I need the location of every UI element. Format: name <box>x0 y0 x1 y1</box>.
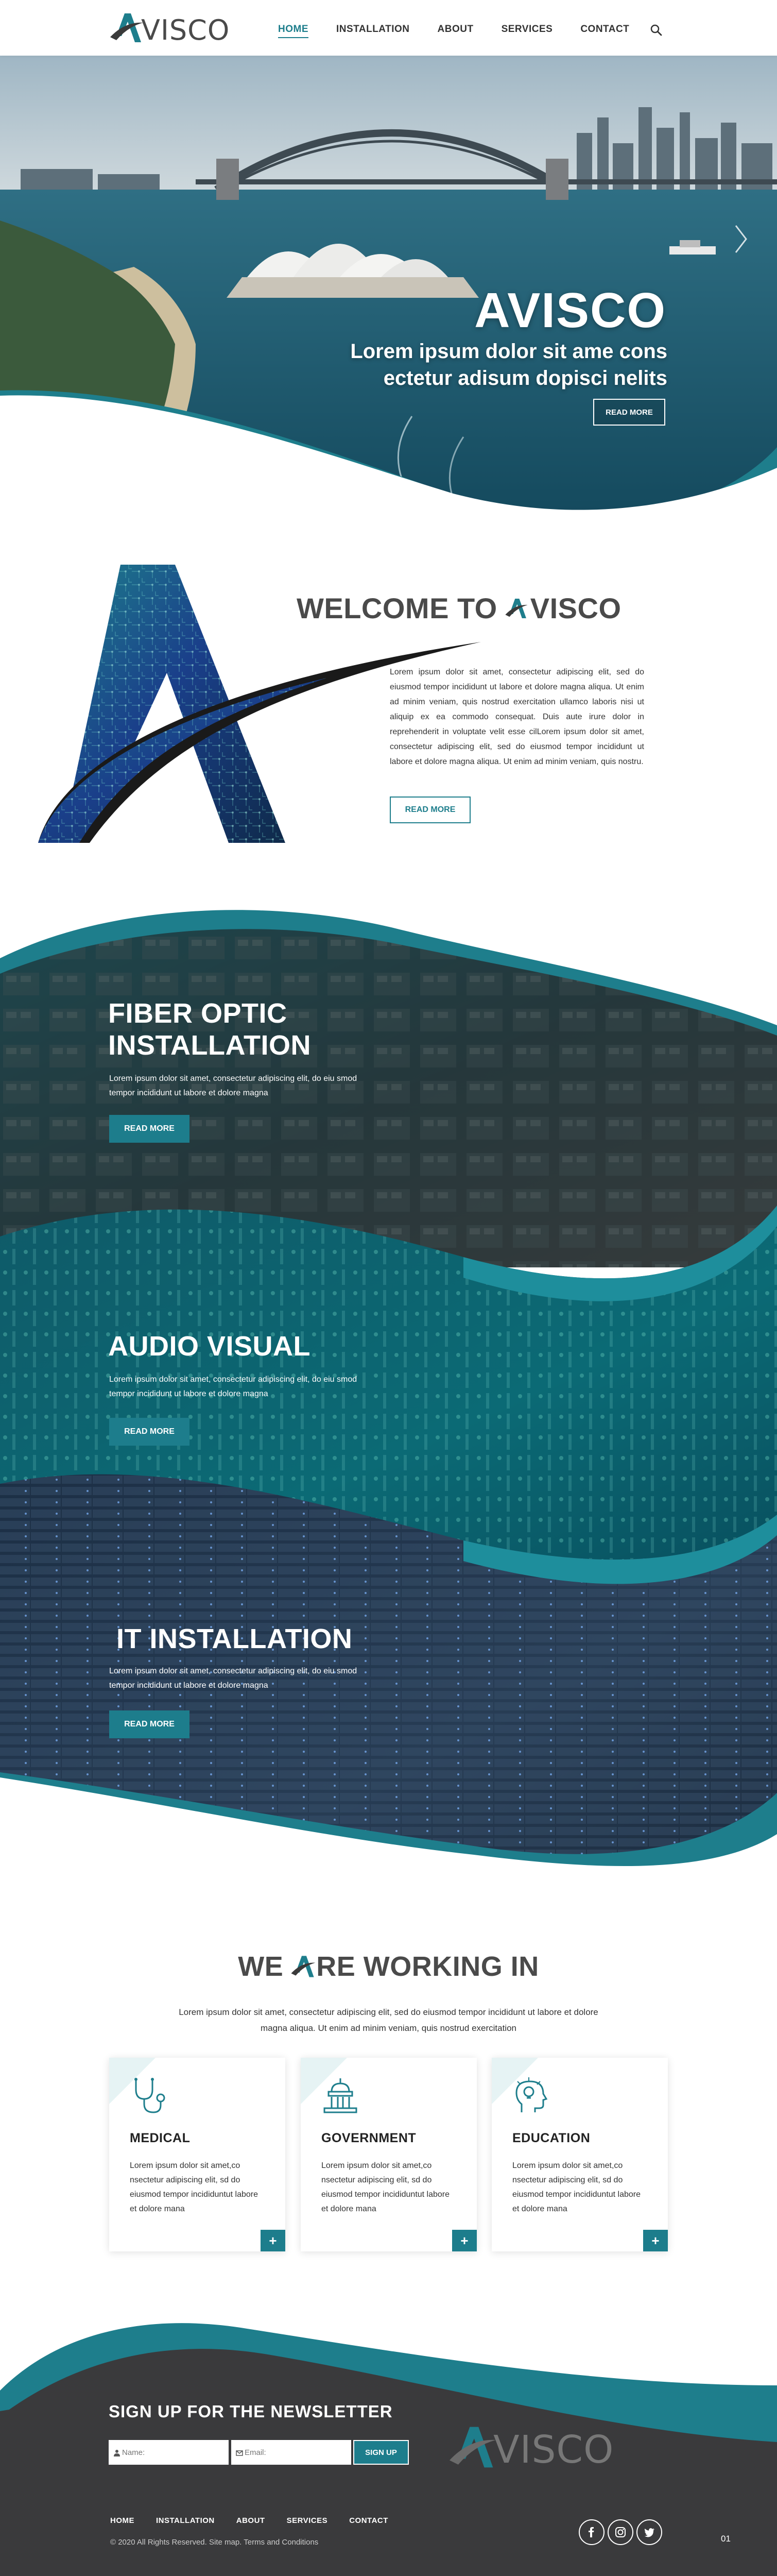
hero-title: AVISCO <box>474 283 666 338</box>
capitol-building-icon <box>323 2078 357 2113</box>
footer-nav-home[interactable]: HOME <box>110 2516 134 2525</box>
facebook-link[interactable] <box>579 2519 605 2545</box>
instagram-icon <box>615 2527 626 2537</box>
brand-logo[interactable]: VISCO <box>109 7 230 48</box>
envelope-icon <box>236 2450 243 2456</box>
nav-about[interactable]: ABOUT <box>437 24 474 35</box>
nav-contact[interactable]: CONTACT <box>580 24 630 35</box>
card-text: Lorem ipsum dolor sit amet,co nsectetur … <box>512 2161 641 2213</box>
user-icon <box>114 2450 120 2456</box>
newsletter-name-input[interactable] <box>109 2440 229 2465</box>
logo-a-icon <box>291 1956 316 1977</box>
audio-visual-text: Lorem ipsum dolor sit amet, consectetur … <box>109 1375 357 1398</box>
main-nav: HOME INSTALLATION ABOUT SERVICES CONTACT <box>278 24 657 38</box>
twitter-link[interactable] <box>636 2519 662 2545</box>
footer-logo-text: VISCO <box>493 2428 614 2472</box>
twitter-icon <box>644 2528 654 2537</box>
footer-nav-contact[interactable]: CONTACT <box>349 2516 388 2525</box>
page-indicator: 01 <box>721 2534 731 2544</box>
welcome-a-graphic <box>38 565 481 843</box>
fiber-optic-title: FIBER OPTIC INSTALLATION <box>108 998 311 1061</box>
facebook-icon <box>589 2527 594 2537</box>
lightbulb-head-icon <box>515 2077 548 2112</box>
welcome-heading: WELCOME TO VISCO <box>297 591 621 625</box>
footer-logo[interactable]: VISCO <box>447 2422 614 2472</box>
logo-a-icon <box>450 2427 496 2468</box>
nav-installation[interactable]: INSTALLATION <box>336 24 410 35</box>
copyright-text: © 2020 All Rights Reserved. Site map. Te… <box>110 2538 319 2547</box>
card-plus-button[interactable]: + <box>452 2230 477 2251</box>
logo-a-icon <box>110 13 143 42</box>
sector-card-government: GOVERNMENT Lorem ipsum dolor sit amet,co… <box>301 2058 477 2251</box>
instagram-link[interactable] <box>608 2519 633 2545</box>
card-plus-button[interactable]: + <box>643 2230 668 2251</box>
welcome-read-more-button[interactable]: READ MORE <box>390 796 471 823</box>
it-installation-title: IT INSTALLATION <box>116 1623 353 1654</box>
newsletter-heading: SIGN UP FOR THE NEWSLETTER <box>109 2402 393 2421</box>
audio-visual-title: AUDIO VISUAL <box>108 1331 311 1362</box>
card-text: Lorem ipsum dolor sit amet,co nsectetur … <box>321 2161 450 2213</box>
it-installation-read-more-button[interactable]: READ MORE <box>109 1710 189 1738</box>
card-plus-button[interactable]: + <box>261 2230 285 2251</box>
hero-wave-shape <box>0 390 777 530</box>
welcome-heading-prefix: WELCOME TO <box>297 592 497 624</box>
nav-services[interactable]: SERVICES <box>501 24 553 35</box>
newsletter-email-input[interactable] <box>231 2440 351 2465</box>
working-in-heading-prefix: WE <box>238 1951 284 1982</box>
logo-text: VISCO <box>141 13 230 46</box>
working-in-heading: WE RE WORKING IN <box>0 1951 777 1982</box>
site-header: VISCO HOME INSTALLATION ABOUT SERVICES C… <box>0 0 777 56</box>
sector-card-medical: MEDICAL Lorem ipsum dolor sit amet,co ns… <box>109 2058 285 2251</box>
search-icon[interactable] <box>650 24 662 36</box>
site-footer: SIGN UP FOR THE NEWSLETTER SIGN UP VISCO… <box>0 2308 777 2576</box>
footer-nav-services[interactable]: SERVICES <box>286 2516 328 2525</box>
sector-card-education: EDUCATION Lorem ipsum dolor sit amet,co … <box>492 2058 668 2251</box>
nav-home[interactable]: HOME <box>278 24 308 38</box>
stethoscope-icon <box>134 2078 165 2113</box>
it-installation-text: Lorem ipsum dolor sit amet, consectetur … <box>109 1667 357 1690</box>
working-in-text: Lorem ipsum dolor sit amet, consectetur … <box>179 2007 598 2033</box>
fiber-optic-text: Lorem ipsum dolor sit amet, consectetur … <box>109 1074 357 1097</box>
services-section: FIBER OPTIC INSTALLATION Lorem ipsum dol… <box>0 896 777 1906</box>
card-title: GOVERNMENT <box>321 2131 417 2145</box>
footer-nav-installation[interactable]: INSTALLATION <box>156 2516 215 2525</box>
audio-visual-read-more-button[interactable]: READ MORE <box>109 1418 189 1446</box>
welcome-text: Lorem ipsum dolor sit amet, consectetur … <box>390 668 644 766</box>
services-background <box>0 910 777 1906</box>
card-text: Lorem ipsum dolor sit amet,co nsectetur … <box>130 2161 258 2213</box>
card-title: EDUCATION <box>512 2131 591 2145</box>
newsletter-signup-button[interactable]: SIGN UP <box>353 2440 409 2465</box>
logo-a-icon <box>505 598 528 618</box>
hero-read-more-button[interactable]: READ MORE <box>593 399 665 426</box>
welcome-heading-brand: VISCO <box>530 592 621 624</box>
hero-banner: AVISCO Lorem ipsum dolor sit ame cons ec… <box>0 56 777 530</box>
working-in-heading-suffix: RE WORKING IN <box>316 1951 539 1982</box>
footer-nav-about[interactable]: ABOUT <box>236 2516 265 2525</box>
fiber-optic-read-more-button[interactable]: READ MORE <box>109 1115 189 1143</box>
card-title: MEDICAL <box>130 2131 191 2145</box>
slider-next-arrow-icon[interactable] <box>734 224 748 255</box>
hero-subtitle: Lorem ipsum dolor sit ame cons ectetur a… <box>350 340 667 389</box>
footer-nav: HOME INSTALLATION ABOUT SERVICES CONTACT <box>110 2516 410 2525</box>
